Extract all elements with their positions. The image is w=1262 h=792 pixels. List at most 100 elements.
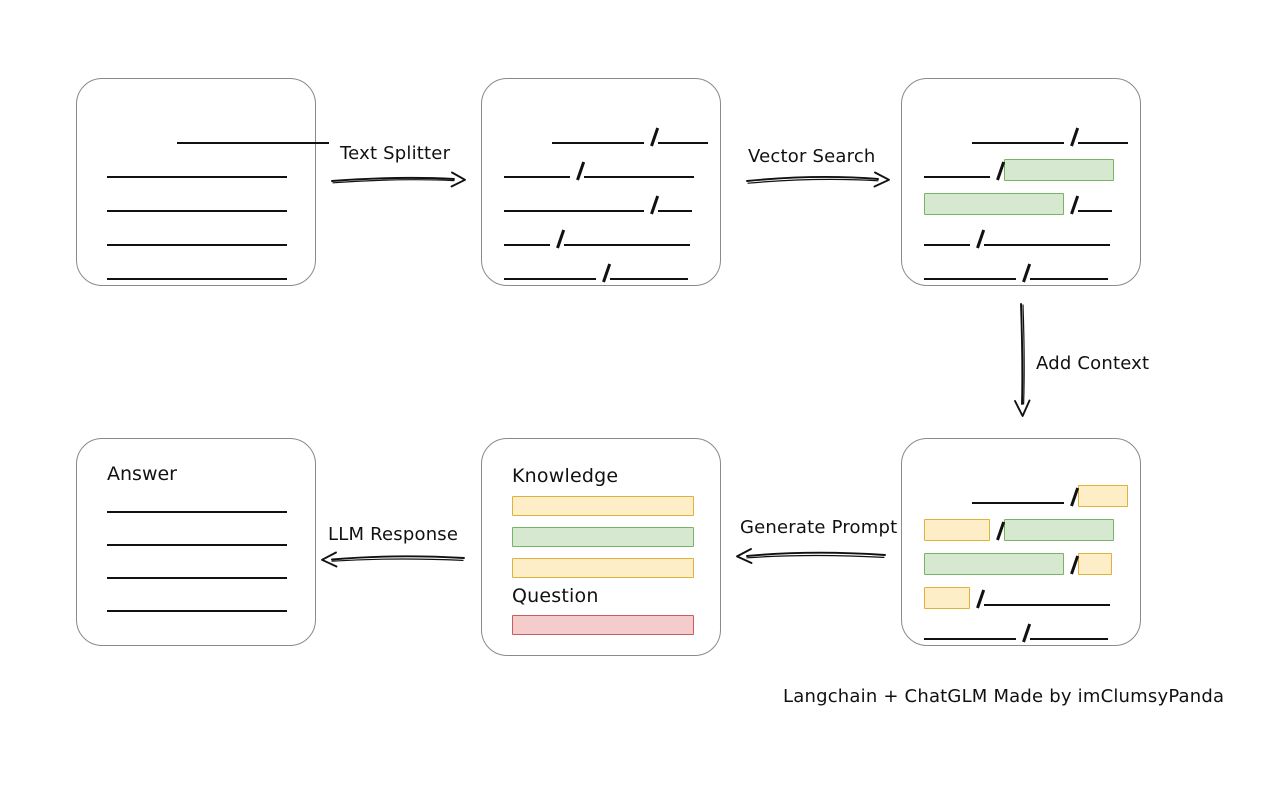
answer-text-line	[107, 577, 287, 579]
highlighted-chunk-green[interactable]	[1004, 159, 1114, 181]
arrow-label-vector-search: Vector Search	[748, 146, 876, 167]
text-line-segment	[107, 244, 287, 246]
question-bar-red[interactable]	[512, 615, 694, 635]
chunk-separator-slash	[644, 125, 658, 147]
chunk-separator-slash	[1064, 485, 1078, 507]
card-prompt[interactable]: Knowledge Question	[481, 438, 721, 656]
highlighted-chunk-green[interactable]	[924, 193, 1064, 215]
document-row	[107, 223, 287, 249]
answer-text-line	[107, 511, 287, 513]
document-row	[107, 189, 287, 215]
text-line-segment	[107, 210, 287, 212]
chunk-separator-slash	[1016, 261, 1030, 283]
document-row	[107, 155, 287, 181]
document-row	[924, 189, 1112, 215]
knowledge-bar-yellow[interactable]	[512, 558, 694, 578]
highlighted-chunk-yellow[interactable]	[924, 519, 990, 541]
text-line-segment	[504, 278, 596, 280]
highlighted-chunk-yellow[interactable]	[1078, 485, 1128, 507]
text-line-segment	[1030, 638, 1108, 640]
highlighted-chunk-green[interactable]	[924, 553, 1064, 575]
card-context-chunks[interactable]	[901, 438, 1141, 646]
text-line-segment	[1078, 210, 1112, 212]
knowledge-bar-yellow[interactable]	[512, 496, 694, 516]
text-line-segment	[1030, 278, 1108, 280]
arrow-label-text-splitter: Text Splitter	[340, 143, 451, 164]
chunk-separator-slash	[990, 159, 1004, 181]
arrow-label-generate-prompt: Generate Prompt	[740, 517, 898, 538]
prompt-question-label: Question	[512, 585, 599, 607]
text-line-segment	[504, 244, 550, 246]
text-line-segment	[924, 638, 1016, 640]
card-split-chunks[interactable]	[481, 78, 721, 286]
card-matched-chunks[interactable]	[901, 78, 1141, 286]
document-row	[972, 481, 1128, 507]
split-chunks-rows	[482, 79, 720, 285]
text-line-segment	[972, 142, 1064, 144]
text-line-segment	[552, 142, 644, 144]
chunk-separator-slash	[1064, 193, 1078, 215]
text-line-segment	[972, 502, 1064, 504]
text-line-segment	[504, 210, 644, 212]
card-source-document[interactable]	[76, 78, 329, 286]
document-row	[552, 121, 708, 147]
arrow-generate-prompt	[736, 548, 886, 564]
arrow-llm-response	[321, 551, 465, 568]
arrow-label-add-context: Add Context	[1036, 353, 1150, 374]
text-line-segment	[107, 278, 287, 280]
arrow-label-llm-response: LLM Response	[328, 524, 459, 545]
document-row	[504, 223, 690, 249]
text-line-segment	[984, 604, 1110, 606]
chunk-separator-slash	[596, 261, 610, 283]
arrow-text-splitter	[331, 171, 466, 188]
document-row	[924, 223, 1110, 249]
highlighted-chunk-yellow[interactable]	[1078, 553, 1112, 575]
document-row	[924, 617, 1108, 643]
text-line-segment	[107, 176, 287, 178]
prompt-knowledge-label: Knowledge	[512, 465, 619, 487]
card-answer[interactable]: Answer	[76, 438, 316, 646]
highlighted-chunk-green[interactable]	[1004, 519, 1114, 541]
arrow-add-context	[1014, 303, 1031, 417]
knowledge-bar-green[interactable]	[512, 527, 694, 547]
text-line-segment	[658, 210, 692, 212]
text-line-segment	[584, 176, 694, 178]
text-line-segment	[924, 176, 990, 178]
document-row	[504, 257, 688, 283]
answer-title: Answer	[107, 463, 177, 485]
document-row	[924, 257, 1108, 283]
document-row	[504, 189, 692, 215]
chunk-separator-slash	[644, 193, 658, 215]
text-line-segment	[177, 142, 329, 144]
chunk-separator-slash	[1064, 125, 1078, 147]
highlighted-chunk-yellow[interactable]	[924, 587, 970, 609]
document-row	[924, 515, 1114, 541]
source-document-rows	[77, 79, 329, 285]
document-row	[177, 121, 329, 147]
answer-text-line	[107, 544, 287, 546]
chunk-separator-slash	[1064, 553, 1078, 575]
chunk-separator-slash	[970, 587, 984, 609]
context-chunks-rows	[902, 439, 1140, 645]
text-line-segment	[924, 244, 970, 246]
text-line-segment	[504, 176, 570, 178]
document-row	[924, 583, 1110, 609]
text-line-segment	[610, 278, 688, 280]
chunk-separator-slash	[990, 519, 1004, 541]
arrow-vector-search	[746, 171, 890, 188]
document-row	[504, 155, 694, 181]
chunk-separator-slash	[970, 227, 984, 249]
text-line-segment	[1078, 142, 1128, 144]
text-line-segment	[924, 278, 1016, 280]
text-line-segment	[564, 244, 690, 246]
chunk-separator-slash	[570, 159, 584, 181]
text-line-segment	[984, 244, 1110, 246]
chunk-separator-slash	[550, 227, 564, 249]
document-row	[972, 121, 1128, 147]
document-row	[924, 549, 1112, 575]
document-row	[107, 257, 287, 283]
footer-credit: Langchain + ChatGLM Made by imClumsyPand…	[783, 686, 1225, 707]
document-row	[924, 155, 1114, 181]
chunk-separator-slash	[1016, 621, 1030, 643]
